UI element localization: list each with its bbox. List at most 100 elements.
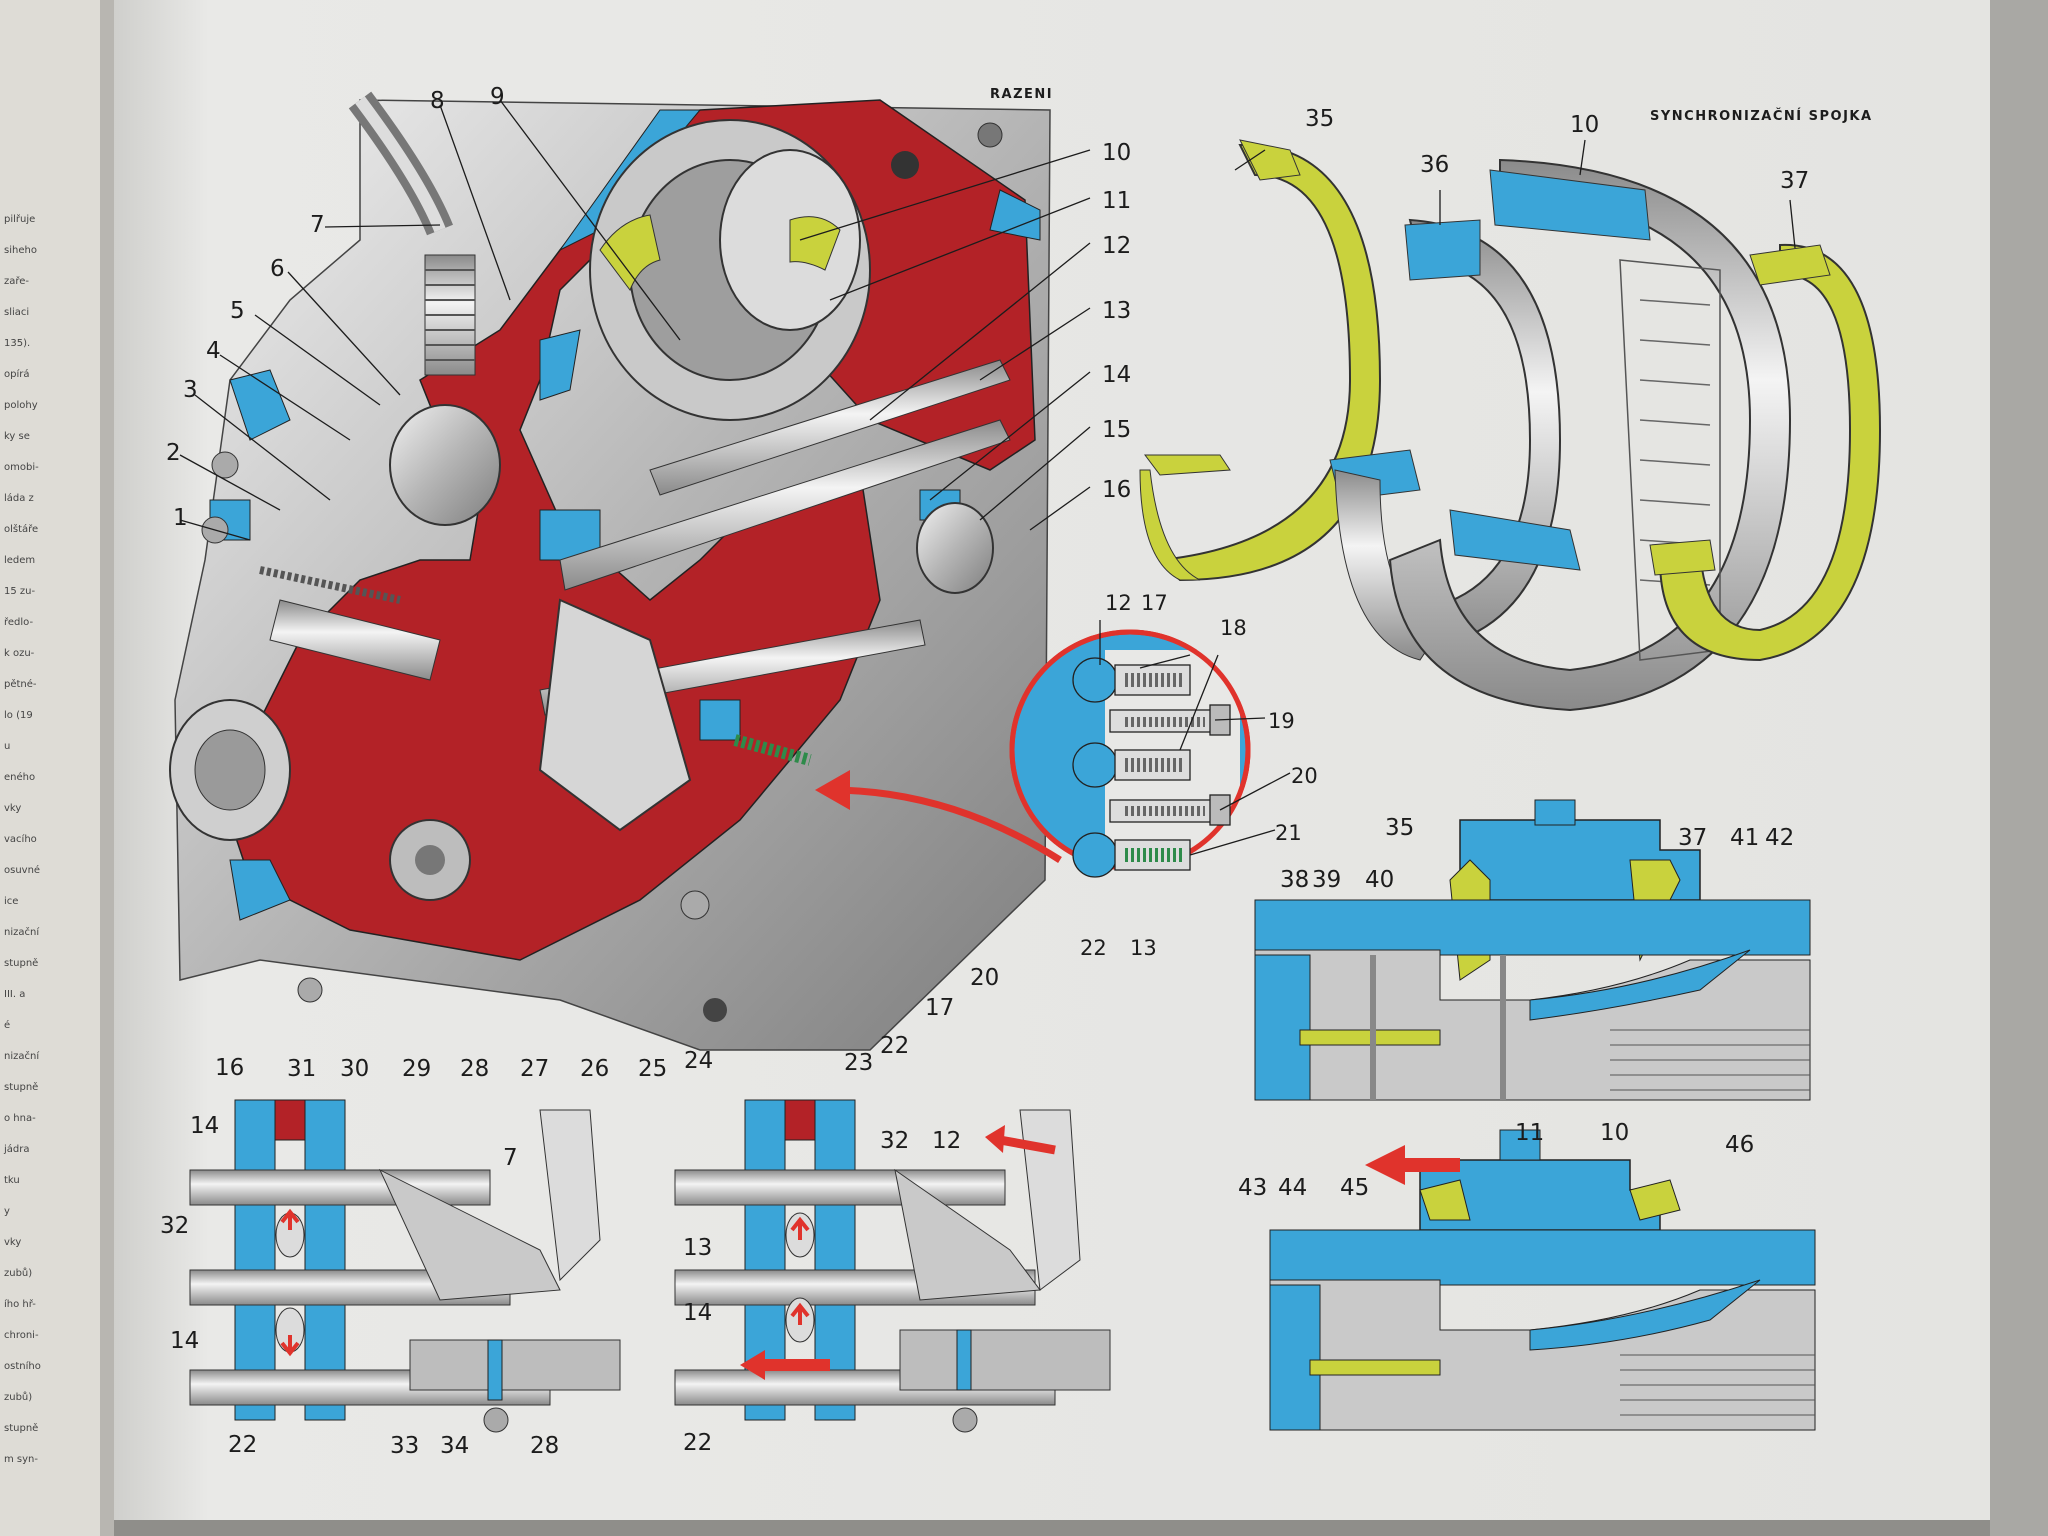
margin-text-line: vky (4, 1237, 21, 1248)
margin-text-line: láda z (4, 492, 34, 504)
callout-main-14: 14 (1102, 362, 1131, 388)
callout-inset-20: 20 (1291, 764, 1318, 788)
callout-sync-exploded-35: 35 (1305, 106, 1334, 132)
margin-text-line: III. a (4, 989, 25, 1000)
margin-text-line: nizační (4, 1050, 40, 1062)
margin-text-line: siheho (4, 245, 37, 256)
callout-main-20: 20 (970, 965, 999, 991)
callout-main-29: 29 (402, 1056, 431, 1082)
margin-text-line: ky se (4, 431, 30, 442)
callout-main-22: 22 (880, 1033, 909, 1059)
callout-inset-17: 17 (1141, 591, 1168, 615)
callout-sync-section-bottom-45: 45 (1340, 1175, 1369, 1201)
callout-shift-mid-32: 32 (880, 1128, 909, 1154)
callout-sync-section-top-38: 38 (1280, 867, 1309, 893)
callout-main-17: 17 (925, 995, 954, 1021)
shift-rail-left (189, 1099, 621, 1433)
callout-main-12: 12 (1102, 233, 1131, 259)
synchronizer-section-bottom (1269, 1129, 1816, 1431)
margin-text-line: tku (4, 1175, 20, 1186)
margin-text-line: lo (19 (4, 710, 33, 721)
margin-text-line: stupně (4, 957, 38, 969)
margin-text-line: osuvné (4, 864, 40, 876)
synchronizer-exploded (1139, 139, 1882, 712)
margin-text-line: vky (4, 803, 21, 814)
callout-sync-section-bottom-11: 11 (1515, 1120, 1544, 1146)
callout-main-28: 28 (460, 1056, 489, 1082)
callout-main-31: 31 (287, 1056, 316, 1082)
margin-text-line: polohy (4, 400, 38, 411)
callout-main-24: 24 (684, 1048, 713, 1074)
callout-main-4: 4 (206, 338, 221, 364)
callout-sync-exploded-10: 10 (1570, 112, 1599, 138)
callout-shift-left-34: 34 (440, 1433, 469, 1459)
margin-text-line: omobi- (4, 462, 39, 473)
margin-text-line: vacího (4, 833, 37, 845)
callout-inset-19: 19 (1268, 709, 1295, 733)
margin-text-line: zubů) (4, 1391, 32, 1403)
gearbox-cutaway (169, 91, 1051, 1051)
margin-text-line: 135). (4, 338, 30, 349)
left-page-margin-text: pilřujesihehozaře-sliaci135).opírápolohy… (3, 213, 41, 1465)
callout-sync-section-bottom-46: 46 (1725, 1132, 1754, 1158)
leader-lines (179, 99, 1796, 856)
callout-shift-left-33: 33 (390, 1433, 419, 1459)
callout-sync-section-bottom-44: 44 (1278, 1175, 1307, 1201)
callout-main-7: 7 (310, 212, 325, 238)
callout-shift-left-7: 7 (503, 1145, 518, 1171)
margin-text-line: pilřuje (4, 213, 35, 225)
margin-text-line: y (4, 1206, 10, 1217)
callout-main-26: 26 (580, 1056, 609, 1082)
callout-main-16: 16 (1102, 477, 1131, 503)
margin-text-line: opírá (4, 368, 29, 380)
callout-main-27: 27 (520, 1056, 549, 1082)
margin-text-line: u (4, 741, 10, 752)
callout-main-2: 2 (166, 440, 181, 466)
callout-inset-22: 22 (1080, 936, 1107, 960)
callout-shift-left-28: 28 (530, 1433, 559, 1459)
callout-sync-exploded-36: 36 (1420, 152, 1449, 178)
callout-sync-section-bottom-43: 43 (1238, 1175, 1267, 1201)
margin-text-line: stupně (4, 1422, 38, 1434)
callout-main-5: 5 (230, 298, 245, 324)
margin-text-line: ředlo- (4, 616, 33, 628)
callout-sync-section-top-35: 35 (1385, 815, 1414, 841)
callout-main-11: 11 (1102, 188, 1131, 214)
callout-inset-12: 12 (1105, 591, 1132, 615)
callout-sync-exploded-37: 37 (1780, 168, 1809, 194)
margin-text-line: chroni- (4, 1330, 39, 1341)
callout-main-10: 10 (1102, 140, 1131, 166)
callout-main-25: 25 (638, 1056, 667, 1082)
margin-text-line: olštáře (4, 523, 38, 535)
callout-main-30: 30 (340, 1056, 369, 1082)
callout-main-15: 15 (1102, 417, 1131, 443)
margin-text-line: zaře- (4, 275, 29, 287)
callout-main-9: 9 (490, 84, 505, 110)
callout-shift-left-22: 22 (228, 1432, 257, 1458)
callout-main-6: 6 (270, 256, 285, 282)
callout-main-13: 13 (1102, 298, 1131, 324)
callout-sync-section-top-42: 42 (1765, 825, 1794, 851)
callout-sync-section-top-39: 39 (1312, 867, 1341, 893)
callout-inset-13: 13 (1130, 936, 1157, 960)
callout-main-3: 3 (183, 377, 198, 403)
margin-text-line: o hna- (4, 1113, 36, 1124)
margin-text-line: é (4, 1019, 10, 1031)
callout-main-8: 8 (430, 88, 445, 114)
margin-text-line: eného (4, 771, 35, 783)
margin-text-line: stupně (4, 1081, 38, 1093)
callout-sync-section-top-37: 37 (1678, 825, 1707, 851)
callout-main-1: 1 (173, 505, 188, 531)
heading-razeni: RAZENI (990, 87, 1053, 102)
margin-text-line: zubů) (4, 1267, 32, 1279)
detail-arrow (829, 786, 1062, 863)
callout-shift-mid-12: 12 (932, 1128, 961, 1154)
margin-text-line: jádra (3, 1143, 30, 1155)
callout-shift-mid-22: 22 (683, 1430, 712, 1456)
left-page (0, 0, 112, 1536)
margin-text-line: ího hř- (4, 1298, 36, 1310)
synchronizer-section-top (1254, 799, 1811, 1101)
